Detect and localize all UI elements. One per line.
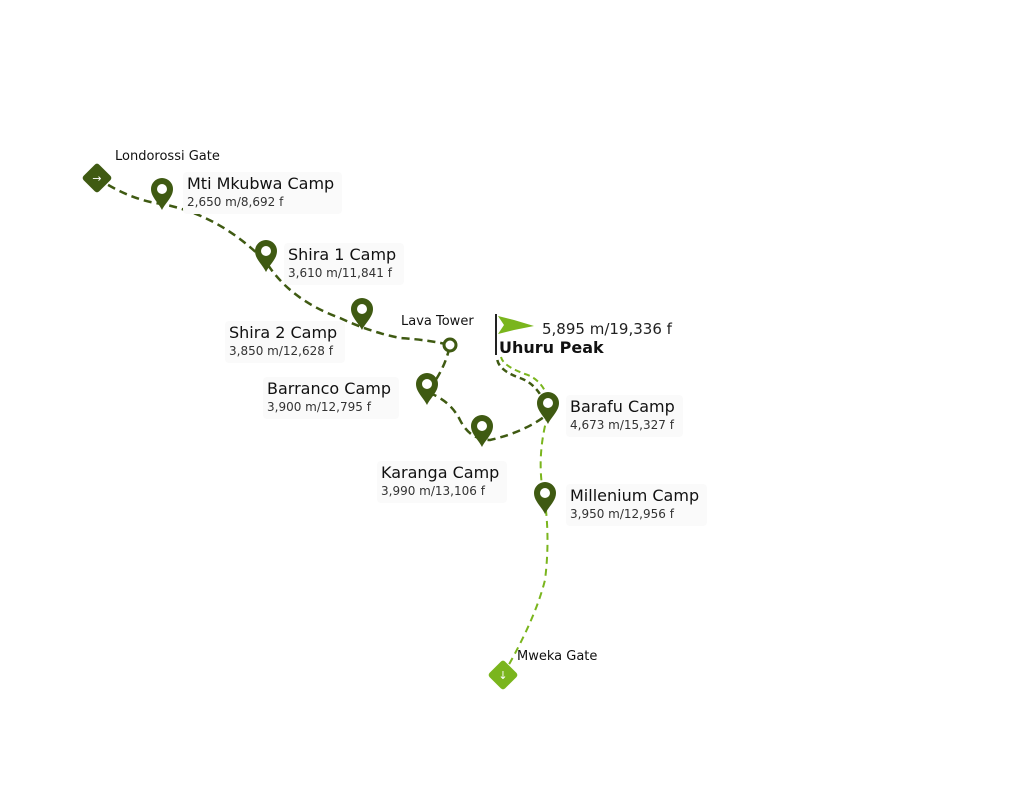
camp-name: Shira 1 Camp [288,245,397,264]
pin-icon [255,240,277,272]
descent-route [502,413,549,676]
arrow-right-icon: → [92,172,101,185]
camp-name: Karanga Camp [381,463,500,482]
camp-label: Shira 1 Camp 3,610 m/11,841 f [284,243,405,285]
camp-altitude: 3,990 m/13,106 f [381,484,485,498]
summit-label: 5,895 m/19,336 f Uhuru Peak [499,320,672,357]
camp-label: Shira 2 Camp 3,850 m/12,628 f [225,321,346,363]
camp-name: Barafu Camp [570,397,675,416]
summit-altitude: 5,895 m/19,336 f [542,320,672,338]
camp-label: Barafu Camp 4,673 m/15,327 f [566,395,683,437]
lava-tower-label: Lava Tower [401,314,474,329]
camp-altitude: 3,900 m/12,795 f [267,400,371,414]
camp-altitude: 4,673 m/15,327 f [570,418,674,432]
lava-tower-marker [442,337,458,353]
camp-name: Shira 2 Camp [229,323,338,342]
arrow-down-icon: ↓ [498,669,507,682]
camp-label: Karanga Camp 3,990 m/13,106 f [377,461,508,503]
pin-icon [416,373,438,405]
camp-label: Barranco Camp 3,900 m/12,795 f [263,377,399,419]
pin-icon [534,482,556,514]
end-gate-label: Mweka Gate [517,649,598,664]
camp-altitude: 3,950 m/12,956 f [570,507,674,521]
camp-label: Mti Mkubwa Camp 2,650 m/8,692 f [183,172,343,214]
start-gate-label: Londorossi Gate [115,149,220,164]
start-gate-marker [82,163,112,193]
camp-name: Mti Mkubwa Camp [187,174,335,193]
flag-icon [495,314,534,355]
end-gate-marker [488,660,518,690]
pin-icon [471,415,493,447]
summit-name: Uhuru Peak [499,338,604,357]
camp-label: Millenium Camp 3,950 m/12,956 f [566,484,708,526]
camp-name: Millenium Camp [570,486,700,505]
camp-name: Barranco Camp [267,379,391,398]
camp-altitude: 2,650 m/8,692 f [187,195,284,209]
ascent-route [96,176,549,442]
camp-altitude: 3,850 m/12,628 f [229,344,333,358]
camp-altitude: 3,610 m/11,841 f [288,266,392,280]
